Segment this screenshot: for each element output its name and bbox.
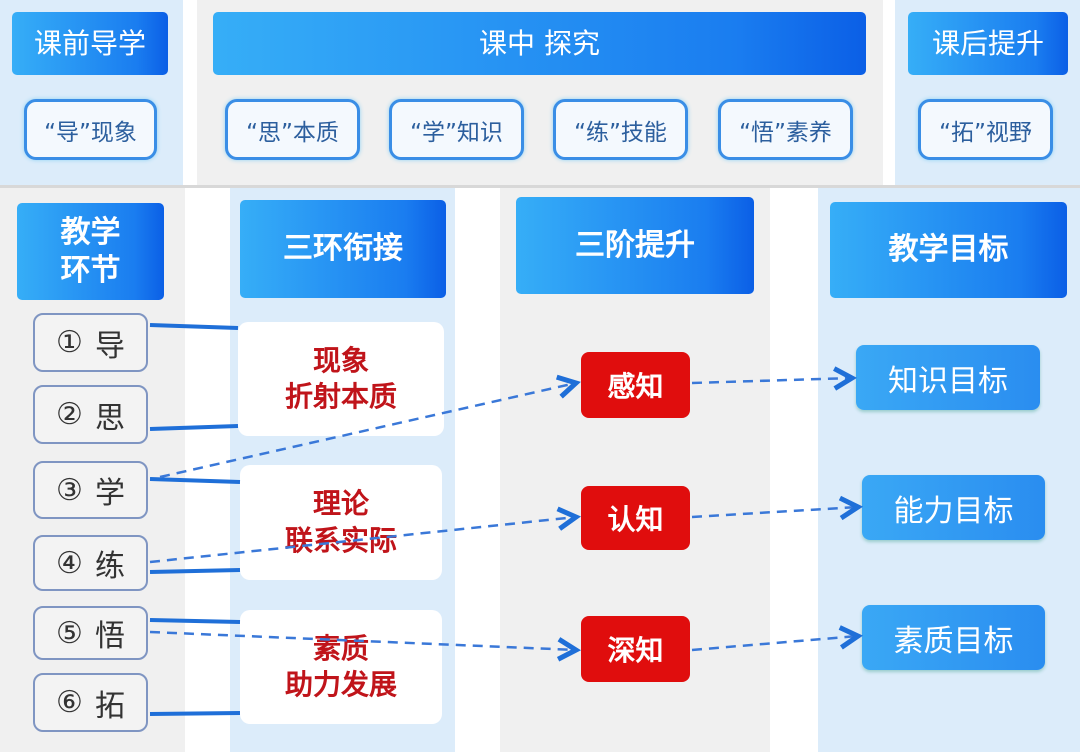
- goal-quality: 素质目标: [862, 605, 1045, 670]
- step-number: ①: [56, 325, 83, 360]
- steps-header: 教学 环节: [17, 203, 164, 300]
- step-number: ②: [56, 397, 83, 432]
- step-number: ④: [56, 545, 83, 581]
- post-class-header: 课后提升: [908, 12, 1068, 75]
- link-box-phenomenon: 现象折射本质: [238, 322, 444, 436]
- step-number: ⑥: [56, 685, 83, 720]
- pill-think: “思”本质: [225, 99, 360, 160]
- link-line2: 折射本质: [284, 380, 397, 413]
- step-label: 思: [94, 400, 125, 436]
- step-number: ⑤: [56, 615, 83, 651]
- step-label: 导: [94, 328, 125, 364]
- link-box-theory: 理论联系实际: [240, 465, 442, 580]
- goal-knowledge: 知识目标: [856, 345, 1040, 410]
- pre-class-header: 课前导学: [12, 12, 168, 75]
- divider: [0, 185, 1080, 188]
- goal-ability: 能力目标: [862, 475, 1045, 540]
- pill-guide: “导”现象: [24, 99, 157, 160]
- step-label: 拓: [94, 688, 125, 724]
- in-class-header: 课中 探究: [213, 12, 866, 75]
- link-line1: 素质: [312, 631, 369, 665]
- pill-practice: “练”技能: [553, 99, 688, 160]
- link-line2: 联系实际: [284, 523, 397, 557]
- stage-perceive: 感知: [581, 352, 690, 418]
- goals-header: 教学目标: [830, 202, 1067, 298]
- link-box-quality: 素质助力发展: [240, 610, 442, 724]
- link-line1: 现象: [312, 343, 369, 377]
- step-label: 练: [94, 549, 125, 584]
- links-header: 三环衔接: [240, 200, 446, 298]
- link-line2: 助力发展: [284, 668, 397, 701]
- stage-cognize: 认知: [581, 486, 690, 550]
- stage-deep: 深知: [581, 616, 690, 682]
- step-label: 悟: [94, 619, 125, 654]
- stages-header: 三阶提升: [516, 197, 754, 294]
- step-number: ③: [56, 472, 83, 508]
- pill-realize: “悟”素养: [718, 99, 853, 160]
- link-line1: 理论: [312, 487, 369, 521]
- pill-learn: “学”知识: [389, 99, 524, 160]
- step-label: 学: [94, 476, 125, 511]
- pill-expand: “拓”视野: [918, 99, 1053, 160]
